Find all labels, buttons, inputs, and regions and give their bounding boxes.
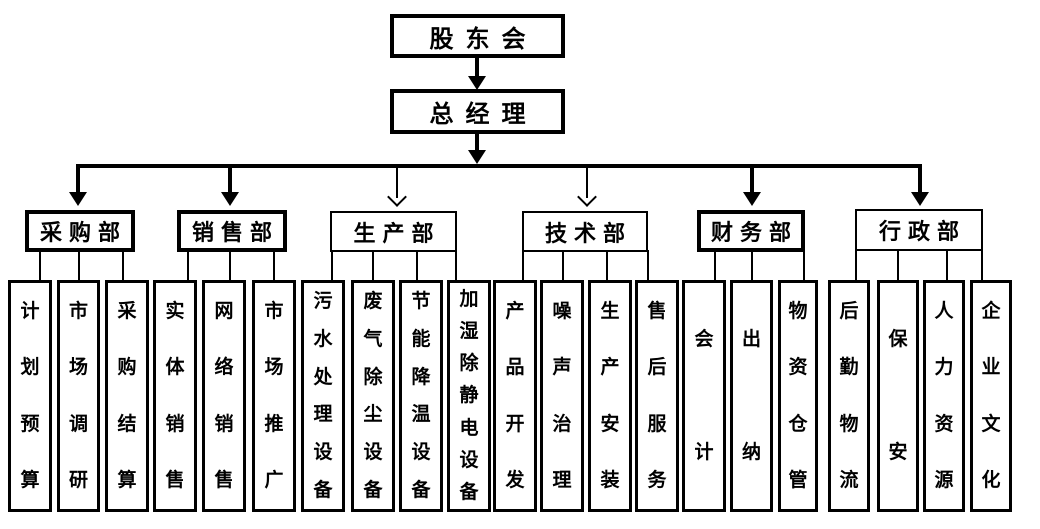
unit-label: 物资仓管 bbox=[788, 299, 808, 492]
connector-unit bbox=[455, 250, 457, 280]
unit-box-product-development: 产品开发 bbox=[493, 280, 537, 512]
connector-unit bbox=[522, 250, 524, 280]
unit-label: 生产安装 bbox=[600, 299, 620, 492]
connector-unit bbox=[39, 250, 41, 280]
unit-box-sewage-equipment: 污水处理设备 bbox=[301, 280, 345, 512]
general-manager-label: 总经理 bbox=[429, 100, 538, 128]
unit-label: 噪声治理 bbox=[552, 299, 572, 492]
unit-box-human-resources: 人力资源 bbox=[923, 280, 965, 512]
connector-unit bbox=[751, 250, 753, 280]
dept-label: 销售部 bbox=[191, 221, 279, 246]
unit-label: 出纳 bbox=[741, 328, 761, 463]
arrow-down-icon bbox=[468, 76, 486, 90]
unit-box-antistatic-equipment: 加湿除静电设备 bbox=[447, 280, 491, 512]
connector-unit bbox=[122, 250, 124, 280]
unit-label: 产品开发 bbox=[505, 299, 525, 492]
unit-box-online-sales: 网络销售 bbox=[202, 280, 246, 512]
connector-unit bbox=[273, 250, 275, 280]
connector-gm-to-trunk bbox=[475, 134, 479, 152]
unit-box-security: 保安 bbox=[877, 280, 919, 512]
connector-to-admin bbox=[918, 166, 922, 194]
connector-unit bbox=[946, 250, 948, 280]
unit-label: 网络销售 bbox=[214, 299, 234, 492]
unit-label: 计划预算 bbox=[20, 299, 40, 492]
connector-unit bbox=[897, 250, 899, 280]
arrow-down-icon bbox=[69, 192, 87, 206]
dept-label: 技术部 bbox=[544, 221, 632, 247]
shareholders-box: 股东会 bbox=[390, 14, 565, 58]
unit-label: 售后服务 bbox=[647, 299, 667, 492]
dept-box-technology: 技术部 bbox=[522, 211, 648, 252]
unit-label: 后勤物流 bbox=[839, 299, 859, 492]
unit-box-after-sales: 售后服务 bbox=[635, 280, 679, 512]
unit-label: 市场推广 bbox=[264, 299, 284, 492]
dept-label: 财务部 bbox=[710, 221, 798, 246]
shareholders-label: 股东会 bbox=[429, 24, 538, 53]
dept-box-production: 生产部 bbox=[330, 211, 457, 252]
unit-box-warehouse: 物资仓管 bbox=[778, 280, 818, 512]
unit-box-noise-control: 噪声治理 bbox=[540, 280, 584, 512]
dept-label: 生产部 bbox=[353, 221, 441, 247]
dept-label: 采购部 bbox=[39, 221, 127, 246]
unit-label: 废气除尘设备 bbox=[363, 290, 383, 501]
unit-label: 节能降温设备 bbox=[411, 290, 431, 501]
dept-box-admin: 行政部 bbox=[855, 209, 983, 251]
connector-unit bbox=[647, 250, 649, 280]
connector-unit bbox=[714, 250, 716, 280]
connector-unit bbox=[416, 250, 418, 280]
arrow-down-icon bbox=[743, 192, 761, 206]
arrow-down-icon bbox=[221, 192, 239, 206]
connector-unit bbox=[562, 250, 564, 280]
connector-unit bbox=[187, 250, 189, 280]
unit-box-logistics: 后勤物流 bbox=[828, 280, 870, 512]
dept-box-finance: 财务部 bbox=[697, 210, 805, 252]
unit-box-accounting: 会计 bbox=[682, 280, 726, 512]
unit-label: 人力资源 bbox=[934, 299, 954, 492]
connector-unit bbox=[229, 250, 231, 280]
unit-box-market-research: 市场调研 bbox=[57, 280, 100, 512]
connector-unit bbox=[78, 250, 80, 280]
unit-box-cashier: 出纳 bbox=[730, 280, 773, 512]
unit-box-planning-budget: 计划预算 bbox=[8, 280, 52, 512]
connector-to-sales bbox=[228, 166, 232, 194]
connector-to-production bbox=[396, 166, 398, 198]
connector-root-to-gm bbox=[475, 58, 479, 78]
unit-label: 实体销售 bbox=[165, 299, 185, 492]
chevron-down-icon bbox=[577, 187, 597, 207]
chevron-down-icon bbox=[387, 187, 407, 207]
trunk-line bbox=[76, 164, 922, 168]
dept-box-sales: 销售部 bbox=[177, 210, 287, 252]
unit-label: 污水处理设备 bbox=[313, 290, 333, 501]
unit-box-cooling-equipment: 节能降温设备 bbox=[399, 280, 443, 512]
connector-unit bbox=[606, 250, 608, 280]
unit-label: 会计 bbox=[694, 328, 714, 463]
unit-label: 采购结算 bbox=[117, 299, 137, 492]
unit-box-dust-removal-equipment: 废气除尘设备 bbox=[351, 280, 395, 512]
unit-label: 市场调研 bbox=[68, 299, 88, 492]
connector-to-purchasing bbox=[76, 166, 80, 194]
unit-box-production-install: 生产安装 bbox=[588, 280, 632, 512]
connector-unit bbox=[981, 250, 983, 280]
unit-label: 企业文化 bbox=[981, 299, 1001, 492]
unit-box-marketing: 市场推广 bbox=[252, 280, 296, 512]
unit-box-purchase-settlement: 采购结算 bbox=[105, 280, 149, 512]
general-manager-box: 总经理 bbox=[390, 89, 565, 134]
arrow-down-icon bbox=[911, 192, 929, 206]
unit-box-physical-sales: 实体销售 bbox=[153, 280, 197, 512]
connector-unit bbox=[372, 250, 374, 280]
connector-to-technology bbox=[586, 166, 588, 198]
unit-label: 加湿除静电设备 bbox=[459, 287, 479, 504]
connector-unit bbox=[331, 250, 333, 280]
unit-box-corporate-culture: 企业文化 bbox=[970, 280, 1012, 512]
arrow-down-icon bbox=[468, 150, 486, 164]
unit-label: 保安 bbox=[888, 328, 908, 463]
connector-unit bbox=[855, 250, 857, 280]
dept-box-purchasing: 采购部 bbox=[25, 210, 135, 252]
connector-unit bbox=[803, 250, 805, 280]
dept-label: 行政部 bbox=[878, 220, 966, 245]
connector-to-finance bbox=[750, 166, 754, 194]
